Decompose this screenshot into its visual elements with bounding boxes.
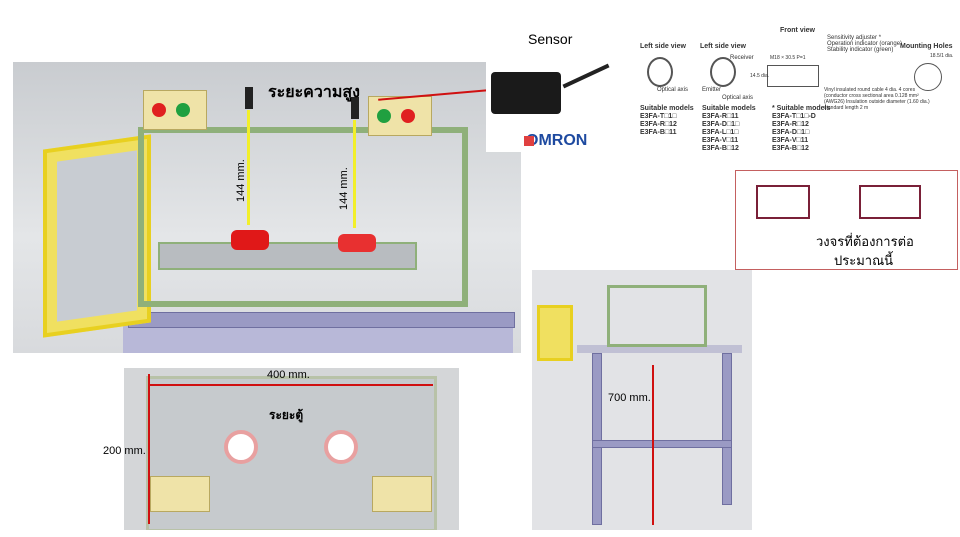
height-arrow	[652, 365, 654, 525]
omron-logo: OMRON	[526, 132, 588, 149]
distance-left: 144 mm.	[235, 159, 247, 202]
annotation: Vinyl insulated round cable 4 dia. 4 cor…	[824, 87, 930, 111]
width-label: 400 mm.	[267, 369, 310, 381]
sketch-box-right	[859, 185, 921, 219]
table-beam	[128, 312, 515, 328]
control-box-left	[150, 476, 210, 512]
button-top-right	[324, 430, 358, 464]
annotation: 18.5/1 dia.	[930, 53, 954, 59]
height-label: ระยะความสูง	[268, 84, 360, 101]
annotation: Optical axis	[657, 87, 689, 93]
circuit-sketch: วงจรที่ต้องการต่อ ประมาณนี้	[735, 170, 958, 270]
cabinet-label: ระยะตู้	[269, 408, 304, 422]
view-title: Front view	[780, 27, 816, 34]
brand-icon	[524, 136, 534, 146]
sensor-title: Sensor	[528, 31, 573, 47]
height-label: 700 mm.	[608, 392, 651, 404]
button-top-left	[224, 430, 258, 464]
annotation: 14.5 dia.	[750, 73, 770, 79]
annotation: M18 × 30.5 P=1	[770, 55, 806, 61]
open-door	[43, 134, 151, 338]
sensor-left	[245, 87, 253, 109]
cabinet-with-table-view: 700 mm.	[532, 270, 752, 530]
sketch-text-1: วงจรที่ต้องการต่อ	[816, 234, 914, 249]
annotation: Receiver	[730, 55, 754, 61]
cabinet-3d-view: ระยะความสูง 144 mm. 144 mm.	[13, 62, 521, 353]
sketch-text-2: ประมาณนี้	[834, 253, 894, 268]
width-arrow	[148, 384, 433, 386]
annotations: Sensitivity adjuster *Operation indicato…	[827, 35, 903, 53]
arrow-left	[247, 110, 250, 225]
annotation: Optical axis	[722, 95, 754, 101]
sensor-photo: OMRON	[486, 52, 612, 152]
red-arrow	[378, 89, 488, 101]
view-title: Left side view	[640, 43, 686, 50]
control-box-left	[143, 90, 207, 130]
sensor-right	[351, 97, 359, 119]
view-title: Left side view	[700, 43, 746, 50]
view-title: Mounting Holes	[900, 43, 953, 50]
annotation: Emitter	[702, 87, 722, 93]
arrow-right	[353, 120, 356, 228]
cabinet-frame	[138, 127, 468, 307]
control-box-right	[368, 96, 432, 136]
depth-arrow	[148, 374, 150, 524]
red-button-right	[338, 234, 376, 252]
distance-right: 144 mm.	[338, 167, 350, 210]
sensor-datasheet: Left side view Left side view Front view…	[632, 25, 955, 160]
tray	[158, 242, 417, 270]
red-button-left	[231, 230, 269, 250]
sketch-box-left	[756, 185, 810, 219]
control-box-right	[372, 476, 432, 512]
cabinet-top-view: 400 mm. ระยะตู้	[124, 368, 459, 530]
depth-label: 200 mm.	[103, 445, 146, 457]
